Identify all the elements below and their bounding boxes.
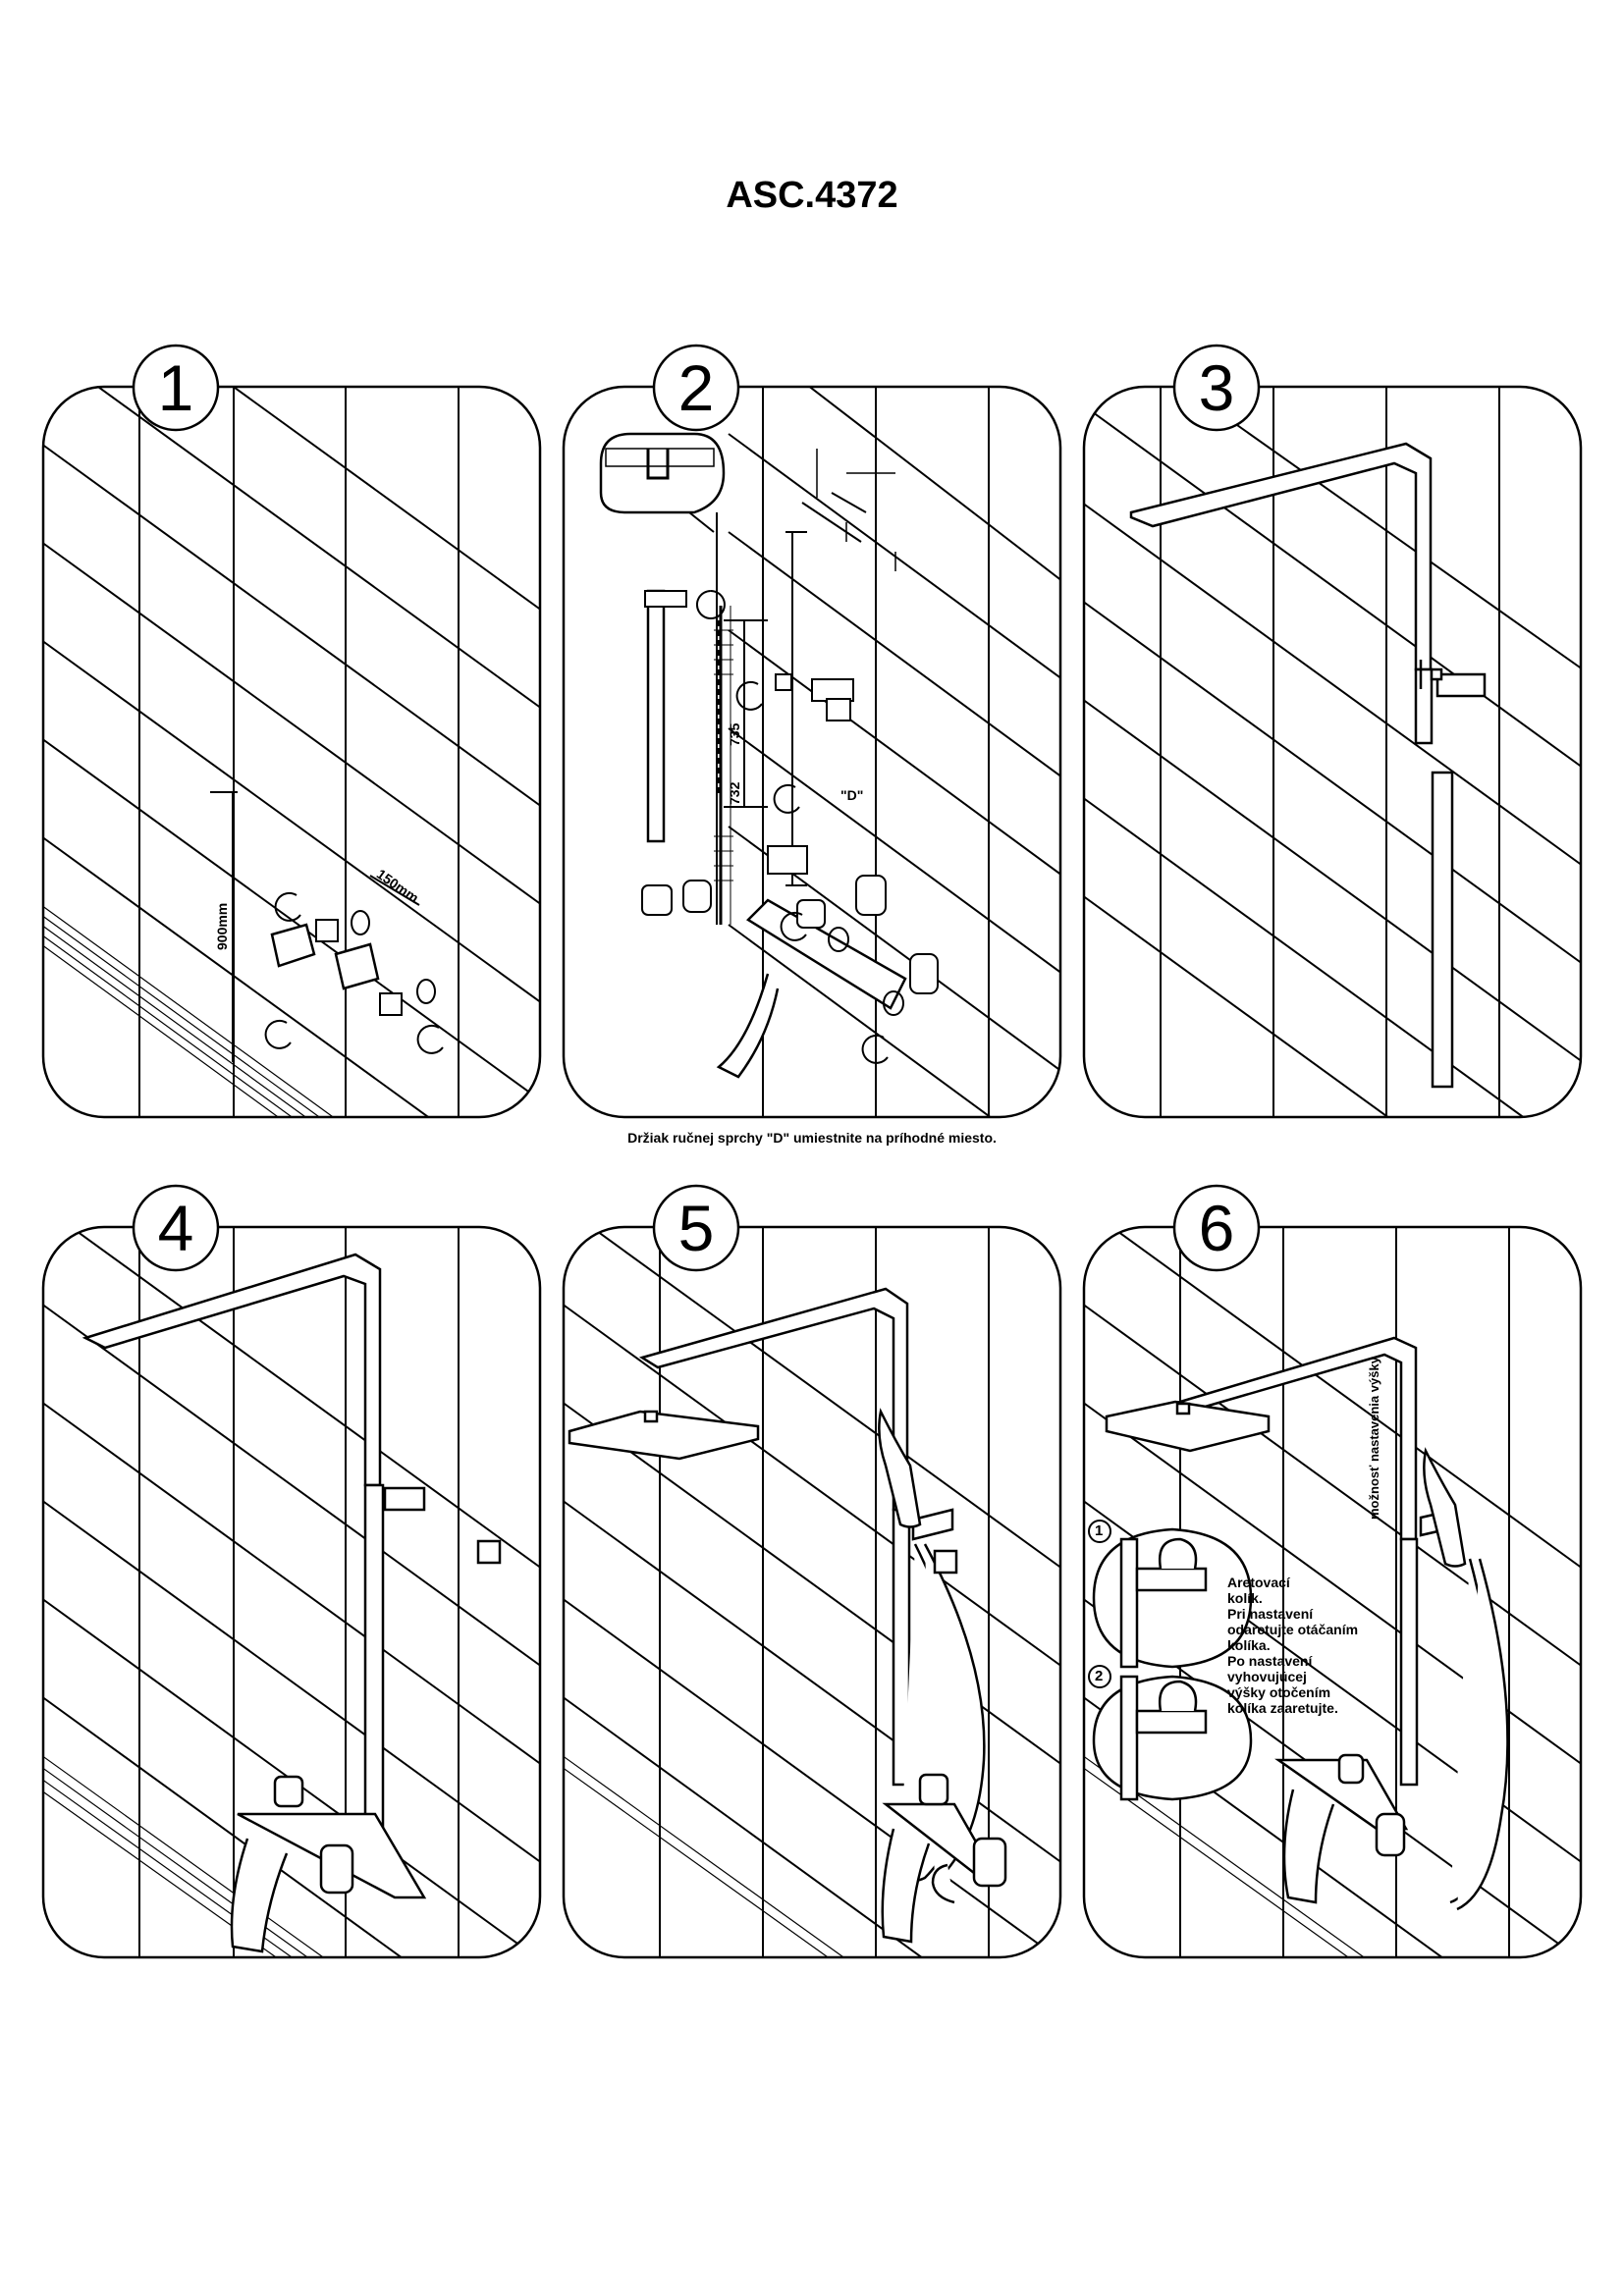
step-1-panel: 1 900mm 150mm [41,344,542,1119]
note-line: kolíka. [1227,1637,1271,1653]
step-4-illustration [41,1184,542,1959]
part-d-label: "D" [840,787,864,803]
step-number-circle [132,1184,220,1272]
min-dimension-label: 732 [727,781,742,805]
step-1-illustration [41,344,542,1119]
note-line: Po nastavení [1227,1653,1313,1669]
step-3-illustration [1082,344,1583,1119]
step-3-panel: 3 [1082,344,1583,1119]
step-number: 5 [677,1192,715,1264]
step-number: 1 [157,351,194,424]
step-number-circle [652,1184,740,1272]
note-line: Pri nastavení [1227,1606,1314,1622]
panel-frame [562,1225,1062,1959]
step-number-circle [132,344,220,432]
instruction-caption: Držiak ručnej sprchy "D" umiestnite na p… [627,1130,997,1146]
note-line: odaretujte otáčaním [1227,1622,1359,1637]
step-number: 2 [677,351,715,424]
note-line: kolíka zaaretujte. [1227,1700,1338,1716]
step-5-panel: 5 [562,1184,1062,1959]
panel-frame [562,385,1062,1119]
step-number-circle [1172,344,1261,432]
step-2-illustration [562,344,1062,1119]
panel-frame [41,385,542,1119]
callout-1-circle [1088,1520,1111,1543]
callout-2-circle [1088,1665,1111,1688]
panel-frame [1082,1225,1583,1959]
step-number: 3 [1198,351,1235,424]
step-number-circle [1172,1184,1261,1272]
step-6-illustration [1082,1184,1583,1959]
callout-2-number: 2 [1095,1668,1104,1684]
max-dimension-label: 735 [727,722,742,746]
note-line: kolík. [1227,1590,1263,1606]
height-dimension-label: 900mm [214,902,230,950]
step-4-panel: 4 [41,1184,542,1959]
height-adjustment-label: možnosť nastavenia výšky [1367,1357,1381,1520]
note-line: Aretovací [1227,1575,1290,1590]
step-5-illustration [562,1184,1062,1959]
panel-frame [1082,385,1583,1119]
step-2-panel: 2 732 735 "D" [562,344,1062,1119]
panel-frame [41,1225,542,1959]
note-line: výšky otočením [1227,1684,1331,1700]
step-number: 4 [157,1192,194,1264]
callout-1-number: 1 [1095,1522,1104,1539]
note-line: vyhovujúcej [1227,1669,1307,1684]
locking-pin-note: Aretovací kolík. Pri nastavení odaretujt… [1227,1575,1358,1716]
step-number-circle [652,344,740,432]
step-number: 6 [1198,1192,1235,1264]
document-title: ASC.4372 [726,175,898,216]
step-6-panel: 6 1 2 možnosť nastavenia výšky Aretovací… [1082,1184,1583,1959]
